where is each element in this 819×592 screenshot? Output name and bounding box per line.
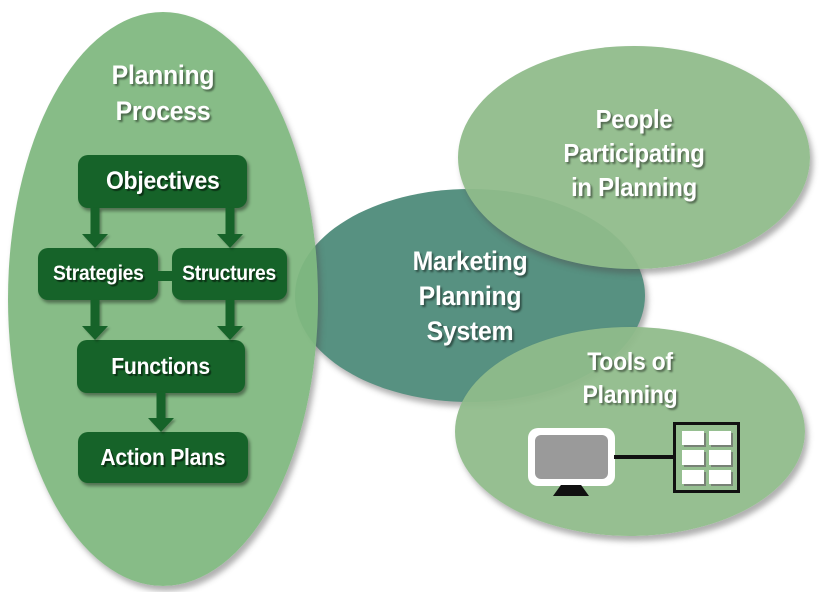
people-participating-ellipse	[458, 46, 810, 269]
people-label-line2: Participating	[563, 138, 705, 168]
spreadsheet-cell	[682, 450, 704, 465]
flow-node-strategies-label: Strategies	[52, 262, 144, 285]
flow-node-objectives: Objectives	[78, 155, 247, 208]
arrow-down-icon-functions-to-action-plans	[148, 392, 174, 432]
arrow-down-icon-objectives-to-structures	[217, 208, 243, 248]
people-participating-label: People Participating in Planning	[472, 102, 796, 204]
spreadsheet-cell	[682, 469, 704, 484]
spreadsheet-cell	[682, 431, 704, 446]
marketing-label-line1: Marketing	[412, 246, 528, 276]
tools-of-planning-label: Tools of Planning	[469, 346, 791, 412]
flow-node-functions: Functions	[77, 340, 245, 393]
monitor-to-spreadsheet-connector	[614, 455, 674, 459]
computer-monitor-icon	[528, 428, 615, 486]
planning-process-title-line2: Process	[115, 96, 211, 126]
planning-process-title-line1: Planning	[111, 60, 215, 90]
monitor-screen	[535, 435, 608, 479]
arrow-down-icon-structures-to-functions	[217, 300, 243, 340]
people-label-line3: in Planning	[571, 172, 697, 202]
tools-label-line1: Tools of	[587, 348, 673, 376]
connector-strategies-structures	[156, 271, 174, 281]
spreadsheet-cell	[709, 450, 731, 465]
spreadsheet-icon	[673, 422, 740, 493]
flow-node-structures-label: Structures	[182, 262, 277, 285]
monitor-stand	[553, 485, 589, 496]
flow-node-functions-label: Functions	[111, 353, 211, 379]
flow-node-objectives-label: Objectives	[105, 167, 220, 195]
flow-node-structures: Structures	[172, 248, 287, 300]
flow-node-action-plans-label: Action Plans	[100, 444, 226, 470]
people-label-line1: People	[595, 104, 673, 134]
marketing-label-line2: Planning	[418, 281, 522, 311]
spreadsheet-cell	[709, 469, 731, 484]
arrow-down-icon-strategies-to-functions	[82, 300, 108, 340]
spreadsheet-cell	[709, 431, 731, 446]
flow-node-action-plans: Action Plans	[78, 432, 248, 483]
planning-process-title: Planning Process	[20, 57, 305, 129]
tools-of-planning-ellipse	[455, 327, 805, 536]
tools-label-line2: Planning	[582, 381, 678, 409]
marketing-label-line3: System	[426, 316, 514, 346]
arrow-down-icon-objectives-to-strategies	[82, 208, 108, 248]
marketing-planning-system-label: Marketing Planning System	[309, 244, 631, 349]
flow-node-strategies: Strategies	[38, 248, 158, 300]
